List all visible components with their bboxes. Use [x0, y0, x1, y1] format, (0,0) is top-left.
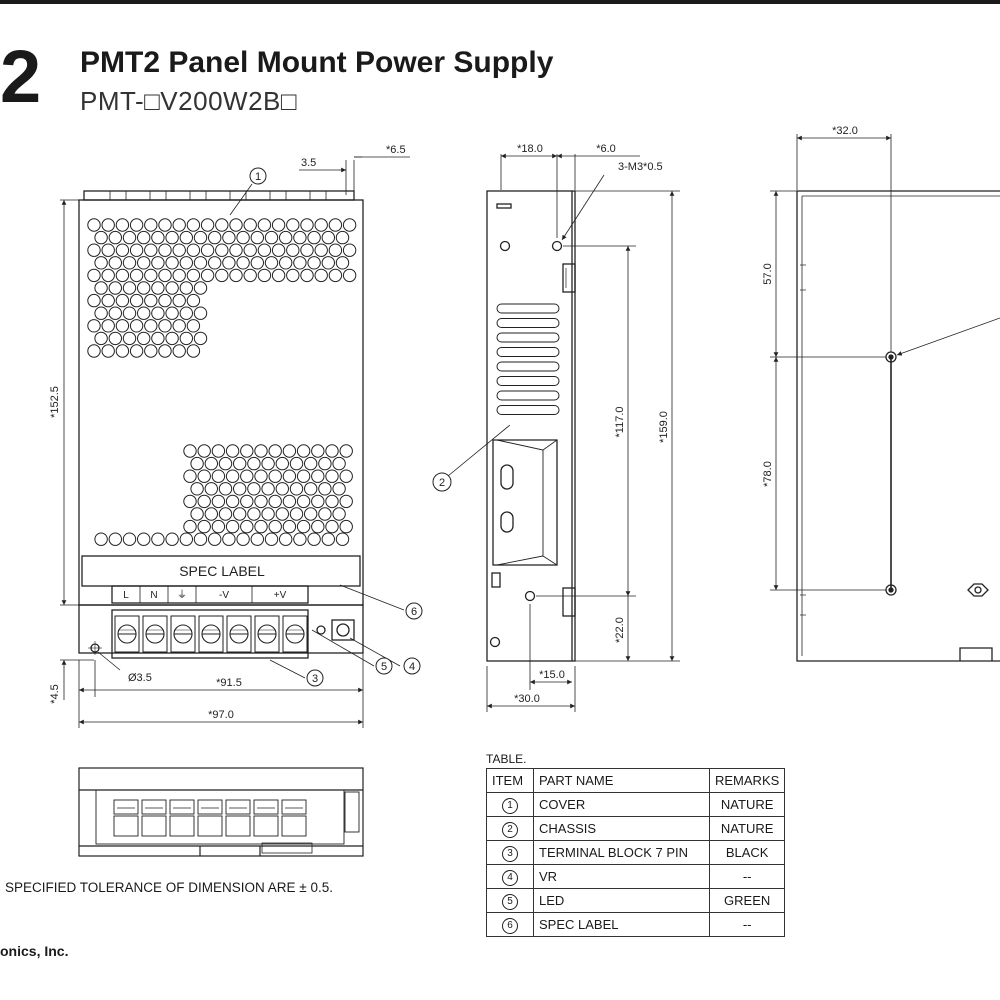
table-row: 4 VR --: [486, 864, 786, 889]
top-border-line: [0, 0, 1000, 4]
front-view-dimension-texts: *152.5 *91.5 *97.0 *4.5 Ø3.5 3.5 *6.5: [49, 144, 406, 721]
dim-height: *152.5: [49, 386, 61, 418]
item-number: 2: [502, 821, 518, 838]
item-number: 1: [502, 797, 518, 814]
callout-6: [405, 602, 423, 620]
part-name: VR: [533, 864, 710, 889]
model-number: PMT-□V200W2B□: [80, 86, 298, 116]
parts-table: ITEM PART NAME REMARKS 1 COVER NATURE 2 …: [486, 768, 786, 937]
callout-3-text: 3: [312, 673, 318, 685]
table-header-row: ITEM PART NAME REMARKS: [486, 768, 786, 793]
part-name: COVER: [533, 792, 710, 817]
tolerance-note: SPECIFIED TOLERANCE OF DIMENSION ARE ± 0…: [5, 880, 333, 895]
item-number: 3: [502, 845, 518, 862]
terminal-label-n: N: [150, 590, 157, 601]
dim-width-overall: *97.0: [208, 709, 234, 721]
chassis-outline: [486, 190, 576, 662]
vr-knob: [336, 623, 350, 637]
part-remarks: BLACK: [708, 840, 786, 865]
dim-bottom-offset: *4.5: [49, 684, 61, 704]
front-view-dimension-lines: [60, 156, 410, 728]
header-item: ITEM: [486, 768, 534, 793]
part-remarks: --: [708, 912, 786, 937]
side-view: [486, 190, 576, 662]
terminal-label-neg: -V: [219, 590, 229, 601]
table-title: TABLE.: [486, 752, 527, 766]
dim-right-top: *32.0: [832, 125, 858, 137]
dim-bottom-inner: *15.0: [539, 669, 565, 681]
terminal-labels: L N ⏚ -V +V: [123, 589, 286, 601]
callout-4: [403, 657, 421, 675]
callout-2-text: 2: [439, 477, 445, 489]
callout-1-text: 1: [255, 171, 261, 183]
dim-bottom-hole: *22.0: [614, 617, 626, 643]
part-name: CHASSIS: [533, 816, 710, 841]
item-number: 6: [502, 917, 518, 934]
front-callout-numbers: 1 3 4 5 6: [255, 171, 417, 685]
page-title: PMT2 Panel Mount Power Supply: [80, 46, 554, 79]
dim-height-side: *159.0: [658, 411, 670, 443]
terminal-label-l: L: [123, 590, 129, 601]
spec-label-text: SPEC LABEL: [179, 563, 265, 579]
vr-housing: [331, 619, 355, 641]
table-row: 6 SPEC LABEL --: [486, 912, 786, 937]
callout-2: [432, 472, 452, 492]
bottom-view: [78, 767, 364, 857]
top-rail: [83, 190, 355, 201]
callout-1: [249, 167, 267, 185]
item-number: 4: [502, 869, 518, 886]
dim-side-top-left: *18.0: [517, 143, 543, 155]
terminal-label-ground: ⏚: [177, 589, 187, 601]
terminal-block: [111, 609, 309, 659]
side-view-dimension-texts: *18.0 *6.0 3-M3*0.5 *117.0 *159.0 *22.0 …: [514, 143, 670, 705]
dim-top-right: *6.5: [386, 144, 406, 156]
table-row: 3 TERMINAL BLOCK 7 PIN BLACK: [486, 840, 786, 865]
dim-top-left: 3.5: [301, 157, 316, 169]
right-view: [796, 190, 1000, 662]
front-callouts: [249, 167, 423, 687]
table-row: 2 CHASSIS NATURE: [486, 816, 786, 841]
table-row: 1 COVER NATURE: [486, 792, 786, 817]
dim-hole-span-side: *117.0: [614, 407, 626, 438]
dim-screw-note: 3-M3*0.5: [618, 161, 663, 173]
part-name: SPEC LABEL: [533, 912, 710, 937]
right-view-dimension-lines: [770, 134, 1000, 591]
right-view-dimension-texts: *32.0 57.0 *78.0: [762, 125, 858, 487]
part-name: TERMINAL BLOCK 7 PIN: [533, 840, 710, 865]
part-remarks: GREEN: [708, 888, 786, 913]
callout-4-text: 4: [409, 661, 415, 673]
header-remarks: REMARKS: [708, 768, 786, 793]
dim-right-lower: *78.0: [762, 461, 774, 487]
terminal-label-pos: +V: [274, 590, 287, 601]
dim-side-top-right: *6.0: [596, 143, 616, 155]
dim-depth: *30.0: [514, 693, 540, 705]
dim-hole-diameter: Ø3.5: [128, 672, 152, 684]
terminal-header: [111, 585, 309, 604]
front-view: [78, 190, 364, 659]
top-rail-ribs: [109, 191, 327, 200]
callout-3: [306, 669, 324, 687]
part-remarks: --: [708, 864, 786, 889]
vent-holes: [87, 218, 357, 546]
dim-hole-span: *91.5: [216, 677, 242, 689]
dim-right-upper: 57.0: [762, 263, 774, 284]
side-view-dimension-lines: [447, 153, 680, 712]
section-number: 2: [0, 35, 42, 118]
callout-5-text: 5: [381, 661, 387, 673]
table-row: 5 LED GREEN: [486, 888, 786, 913]
terminal-header-dividers: [139, 586, 253, 603]
header-part-name: PART NAME: [533, 768, 710, 793]
callout-5: [375, 657, 393, 675]
part-remarks: NATURE: [708, 816, 786, 841]
item-number: 5: [502, 893, 518, 910]
callout-6-text: 6: [411, 606, 417, 618]
led-indicator: [316, 625, 326, 635]
part-name: LED: [533, 888, 710, 913]
lower-body: [78, 604, 364, 654]
terminal-screws: [114, 615, 308, 653]
part-remarks: NATURE: [708, 792, 786, 817]
company-name: onics, Inc.: [0, 943, 69, 959]
